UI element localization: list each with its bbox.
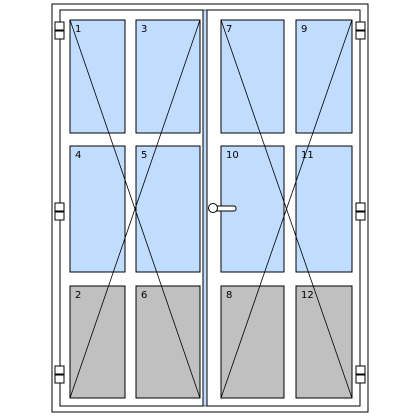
pane-label-10: 10 <box>226 150 239 161</box>
pane-label-1: 1 <box>75 24 81 35</box>
pane-9 <box>295 19 353 134</box>
pane-label-2: 2 <box>75 290 81 301</box>
pane-7 <box>220 19 285 134</box>
door-handle <box>208 203 237 213</box>
pane-label-11: 11 <box>301 150 314 161</box>
meeting-stile-gap <box>202 9 208 407</box>
pane-label-5: 5 <box>141 150 147 161</box>
right-leaf-hinge-knuckle-3 <box>355 374 366 384</box>
pane-4 <box>69 145 126 273</box>
pane-label-4: 4 <box>75 150 81 161</box>
left-leaf-hinge-knuckle-1 <box>54 30 65 40</box>
right-leaf-opening-diagonal-b <box>220 19 353 399</box>
right-leaf-hinge-2 <box>355 202 366 212</box>
right-leaf-hinge-knuckle-1 <box>355 30 366 40</box>
left-leaf-hinge-3 <box>54 365 65 375</box>
pane-1 <box>69 19 126 134</box>
pane-label-9: 9 <box>301 24 307 35</box>
door-hinges <box>54 21 366 384</box>
left-leaf-opening-diagonal-b <box>69 19 201 399</box>
pane-6 <box>135 285 201 399</box>
pane-11 <box>295 145 353 273</box>
right-leaf-hinge-1 <box>355 21 366 31</box>
handle-rosette <box>208 203 218 213</box>
pane-label-7: 7 <box>226 24 232 35</box>
right-leaf-hinge-3 <box>355 365 366 375</box>
pane-2 <box>69 285 126 399</box>
pane-8 <box>220 285 285 399</box>
pane-12 <box>295 285 353 399</box>
pane-label-6: 6 <box>141 290 147 301</box>
pane-label-8: 8 <box>226 290 232 301</box>
left-leaf-hinge-knuckle-2 <box>54 211 65 221</box>
left-leaf: 1 3 4 5 2 6 <box>59 9 204 407</box>
left-leaf-hinge-2 <box>54 202 65 212</box>
pane-3 <box>135 19 201 134</box>
pane-5 <box>135 145 201 273</box>
pane-label-12: 12 <box>301 290 314 301</box>
left-leaf-hinge-knuckle-3 <box>54 374 65 384</box>
door-leaves: 1 3 4 5 2 6 7 9 10 11 8 12 <box>59 9 361 407</box>
left-leaf-hinge-1 <box>54 21 65 31</box>
pane-label-3: 3 <box>141 24 147 35</box>
right-leaf-hinge-knuckle-2 <box>355 211 366 221</box>
